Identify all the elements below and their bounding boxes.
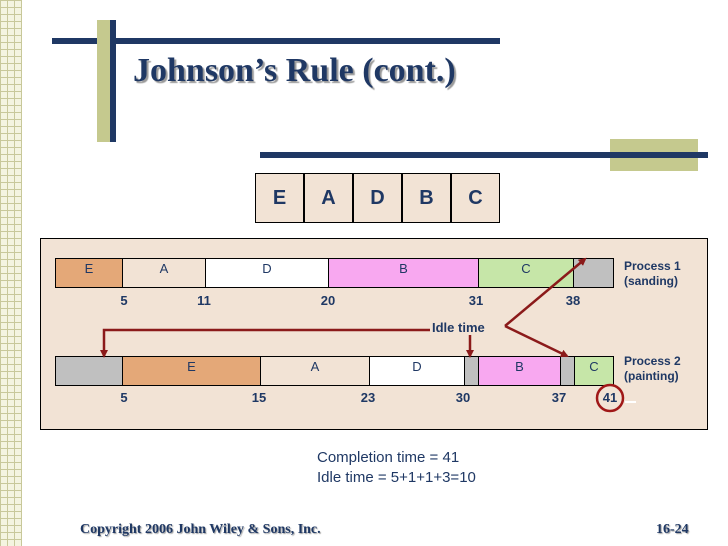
copyright-footer: Copyright 2006 John Wiley & Sons, Inc. [80, 522, 321, 537]
sequence-boxes: E A D B C [255, 173, 500, 223]
process2-label: Process 2 (painting) [624, 354, 681, 384]
idle-time-label: Idle time [432, 320, 485, 335]
p2-tick: 41 [602, 390, 618, 405]
p2-block-idle [55, 356, 123, 386]
process2-name: Process 2 [624, 354, 681, 368]
p2-block-e: E [122, 356, 261, 386]
sequence-box: D [353, 173, 402, 223]
title-rule-top [52, 38, 500, 44]
sequence-box: A [304, 173, 353, 223]
title-accent-block [97, 20, 110, 142]
p2-block-b: B [478, 356, 561, 386]
p1-tick: 38 [565, 293, 581, 308]
p2-tick: 15 [251, 390, 267, 405]
p2-tick: 37 [551, 390, 567, 405]
p2-tick: 23 [360, 390, 376, 405]
idle-arrow-right-up [504, 257, 587, 327]
idle-time-text: Idle time = 5+1+1+3=10 [317, 469, 476, 486]
p1-tick: 5 [120, 293, 128, 308]
process1-desc: (sanding) [624, 274, 678, 288]
completion-circle [595, 383, 625, 413]
process1-name: Process 1 [624, 259, 681, 273]
p1-block-a: A [122, 258, 206, 288]
p1-block-b: B [328, 258, 479, 288]
summary-notes: Completion time = 41 Idle time = 5+1+1+3… [317, 448, 476, 488]
p2-tick: 5 [120, 390, 128, 405]
title-rule-vertical [110, 20, 116, 142]
p1-tick: 11 [197, 293, 211, 308]
p2-block-c: C [574, 356, 614, 386]
grid-strip-decoration [0, 0, 22, 546]
p2-block-d: D [369, 356, 465, 386]
p1-block-d: D [205, 258, 329, 288]
p1-tick: 31 [468, 293, 484, 308]
idle-arrow-right-down [504, 324, 569, 358]
p2-block-a: A [260, 356, 370, 386]
sequence-box: C [451, 173, 500, 223]
idle-arrow-left [100, 328, 430, 358]
completion-time-text: Completion time = 41 [317, 449, 460, 466]
slide-title: Johnson’s Rule (cont.) [133, 52, 456, 89]
header-rule [260, 152, 708, 158]
sequence-box: B [402, 173, 451, 223]
p1-tick: 20 [320, 293, 336, 308]
process2-desc: (painting) [624, 369, 679, 383]
sequence-box: E [255, 173, 304, 223]
slide-number: 16-24 [656, 522, 689, 537]
p1-block-e: E [55, 258, 123, 288]
process1-label: Process 1 (sanding) [624, 259, 681, 289]
p2-tick: 30 [455, 390, 471, 405]
